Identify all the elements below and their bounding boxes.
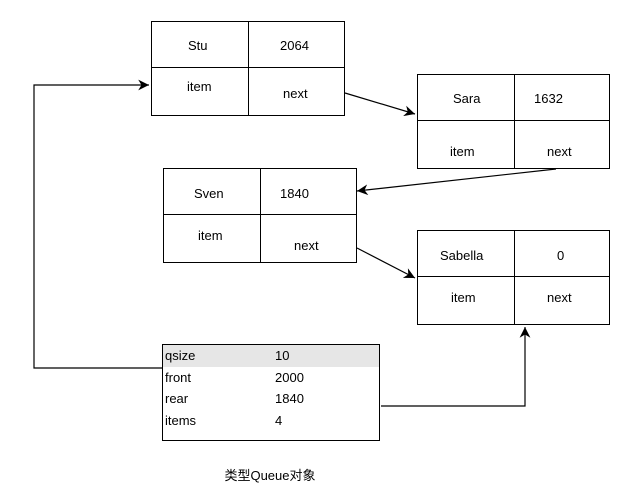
row-divider (152, 67, 344, 68)
arrow-sara-to-sven (356, 168, 557, 196)
queue-value: 4 (275, 413, 283, 428)
queue-key: items (165, 413, 197, 428)
node-value: 0 (557, 248, 565, 263)
node-sven: Sven 1840 item next (163, 168, 357, 263)
queue-key: rear (165, 391, 189, 406)
queue-value: 10 (275, 348, 290, 363)
node-name: Stu (188, 38, 208, 53)
row-divider (418, 120, 609, 121)
node-value: 2064 (280, 38, 309, 53)
node-name: Sven (194, 186, 224, 201)
node-item-label: item (187, 79, 212, 94)
node-next-label: next (283, 86, 308, 101)
node-value: 1840 (280, 186, 309, 201)
node-sara: Sara 1632 item next (417, 74, 610, 169)
queue-object-box: qsize 10 front 2000 rear 1840 items 4 (162, 344, 380, 441)
queue-row-items: items 4 (163, 410, 379, 432)
queue-value: 2000 (275, 370, 304, 385)
cell-divider (248, 22, 249, 115)
queue-row-rear: rear 1840 (163, 388, 379, 410)
row-divider (418, 276, 609, 277)
queue-key: front (165, 370, 192, 385)
node-next-label: next (547, 290, 572, 305)
queue-row-front: front 2000 (163, 367, 379, 389)
cell-divider (260, 169, 261, 262)
node-name: Sara (453, 91, 481, 106)
diagram-caption: 类型Queue对象 (224, 468, 316, 483)
row-divider (164, 214, 356, 215)
node-next-label: next (547, 144, 572, 159)
node-item-label: item (451, 290, 476, 305)
node-value: 1632 (534, 91, 563, 106)
node-sabella: Sabella 0 item next (417, 230, 610, 325)
node-name: Sabella (440, 248, 484, 263)
arrow-front-to-stu (33, 79, 162, 369)
arrow-stu-to-sara (344, 92, 416, 117)
cell-divider (514, 231, 515, 324)
queue-row-qsize: qsize 10 (163, 345, 379, 367)
node-stu: Stu 2064 item next (151, 21, 345, 116)
arrow-sven-to-sabella (356, 247, 416, 279)
queue-value: 1840 (275, 391, 304, 406)
cell-divider (514, 75, 515, 168)
queue-key: qsize (165, 348, 196, 363)
arrow-rear-to-sabella (381, 327, 531, 407)
node-item-label: item (198, 228, 223, 243)
node-next-label: next (294, 238, 319, 253)
node-item-label: item (450, 144, 475, 159)
